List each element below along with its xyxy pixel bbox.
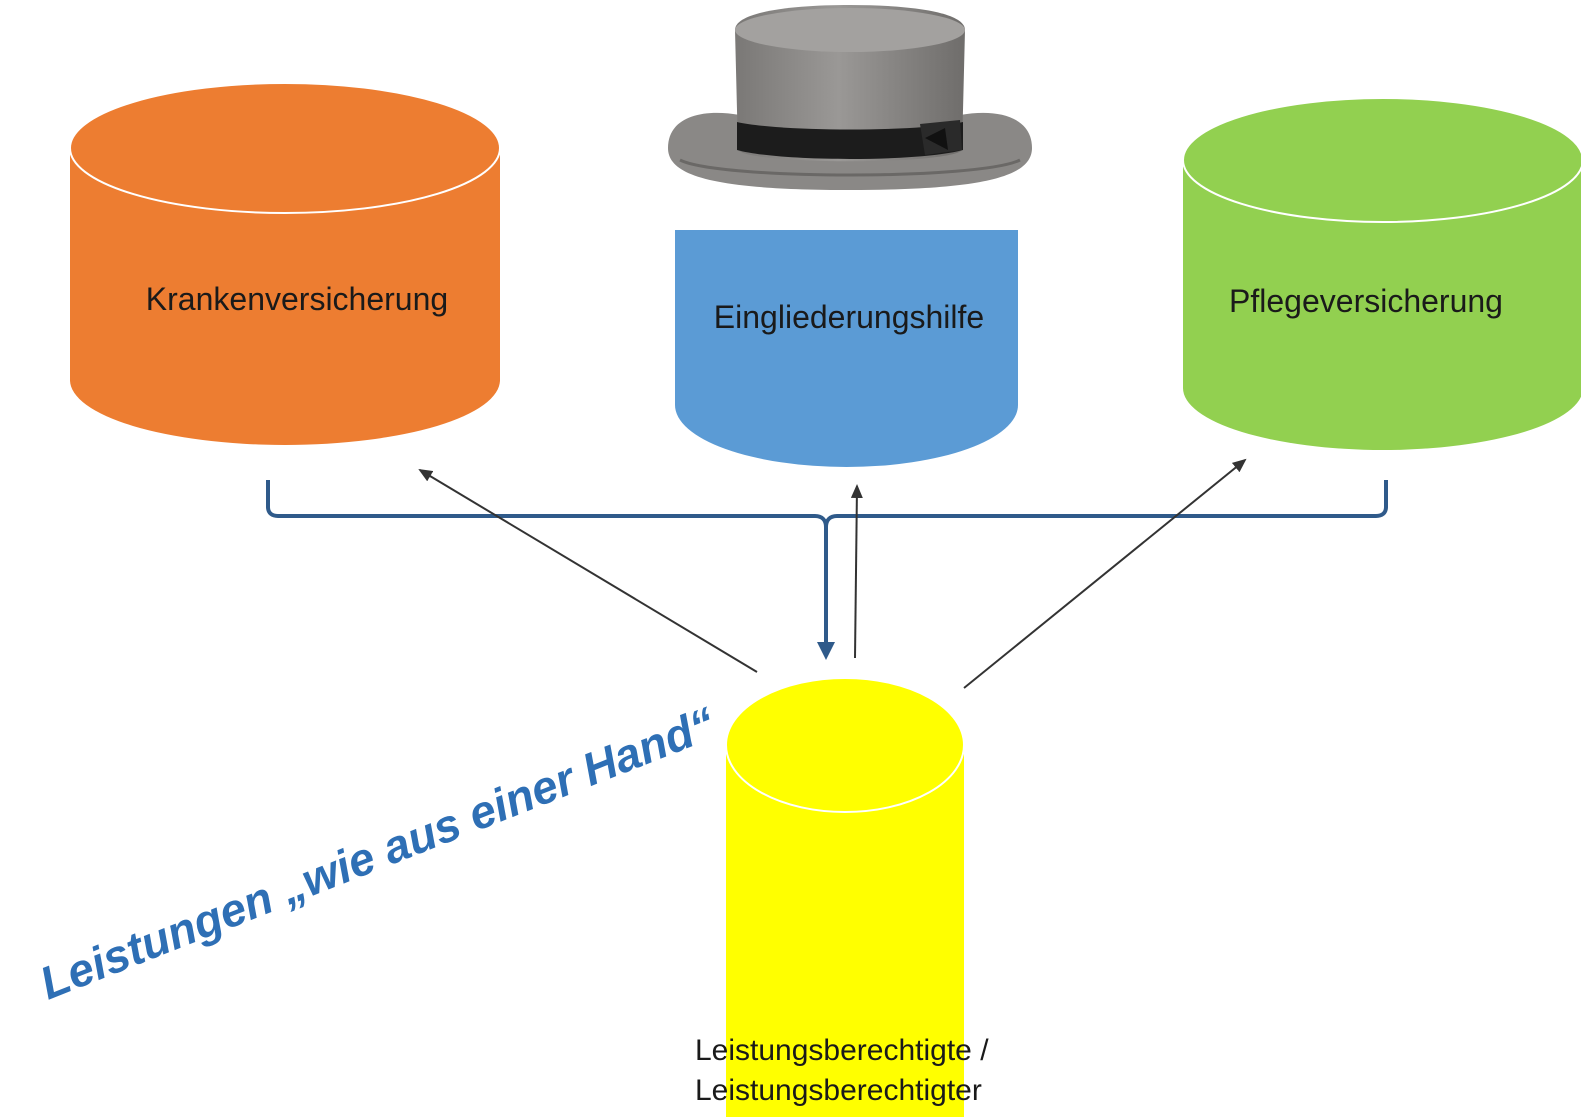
hat-brim-edge xyxy=(679,158,1021,177)
bracket-right-arm xyxy=(824,480,1388,528)
pflegeversicherung-cylinder: Pflegeversicherung xyxy=(1182,97,1581,450)
leistungsberechtigte-cylinder: Leistungsberechtigte / Leistungsberechti… xyxy=(695,677,989,1117)
hat-bow-knot xyxy=(925,128,948,150)
arrow-to-krankenversicherung xyxy=(418,468,758,673)
arrow-to-eingliederungshilfe xyxy=(850,484,863,659)
hat-band xyxy=(737,122,963,159)
krankenversicherung-top xyxy=(69,82,501,214)
krankenversicherung-cylinder: Krankenversicherung xyxy=(69,82,501,445)
pflegeversicherung-top xyxy=(1182,97,1581,223)
top-hat-icon xyxy=(668,5,1032,190)
bracket-left-arm xyxy=(266,480,828,655)
eingliederungshilfe-shape: Eingliederungshilfe xyxy=(675,230,1018,467)
eingliederungshilfe-label: Eingliederungshilfe xyxy=(714,299,984,335)
pflegeversicherung-body xyxy=(1183,160,1581,450)
bracket-arrowhead-icon xyxy=(817,642,835,660)
eingliederungshilfe-body xyxy=(675,230,1018,467)
hat-top xyxy=(735,8,965,52)
pflegeversicherung-label: Pflegeversicherung xyxy=(1229,283,1503,319)
services-bracket xyxy=(266,480,1388,660)
leistungsberechtigte-label-line2: Leistungsberechtigter xyxy=(695,1074,982,1107)
slogan-text: Leistungen „wie aus einer Hand“ xyxy=(33,697,723,1010)
krankenversicherung-body xyxy=(70,148,500,445)
leistungsberechtigte-label-line1: Leistungsberechtigte / xyxy=(695,1034,989,1067)
krankenversicherung-label: Krankenversicherung xyxy=(146,281,448,317)
leistungsberechtigte-top xyxy=(725,677,965,813)
leistungsberechtigte-body xyxy=(726,745,964,1117)
arrow-to-pflegeversicherung xyxy=(963,458,1247,689)
